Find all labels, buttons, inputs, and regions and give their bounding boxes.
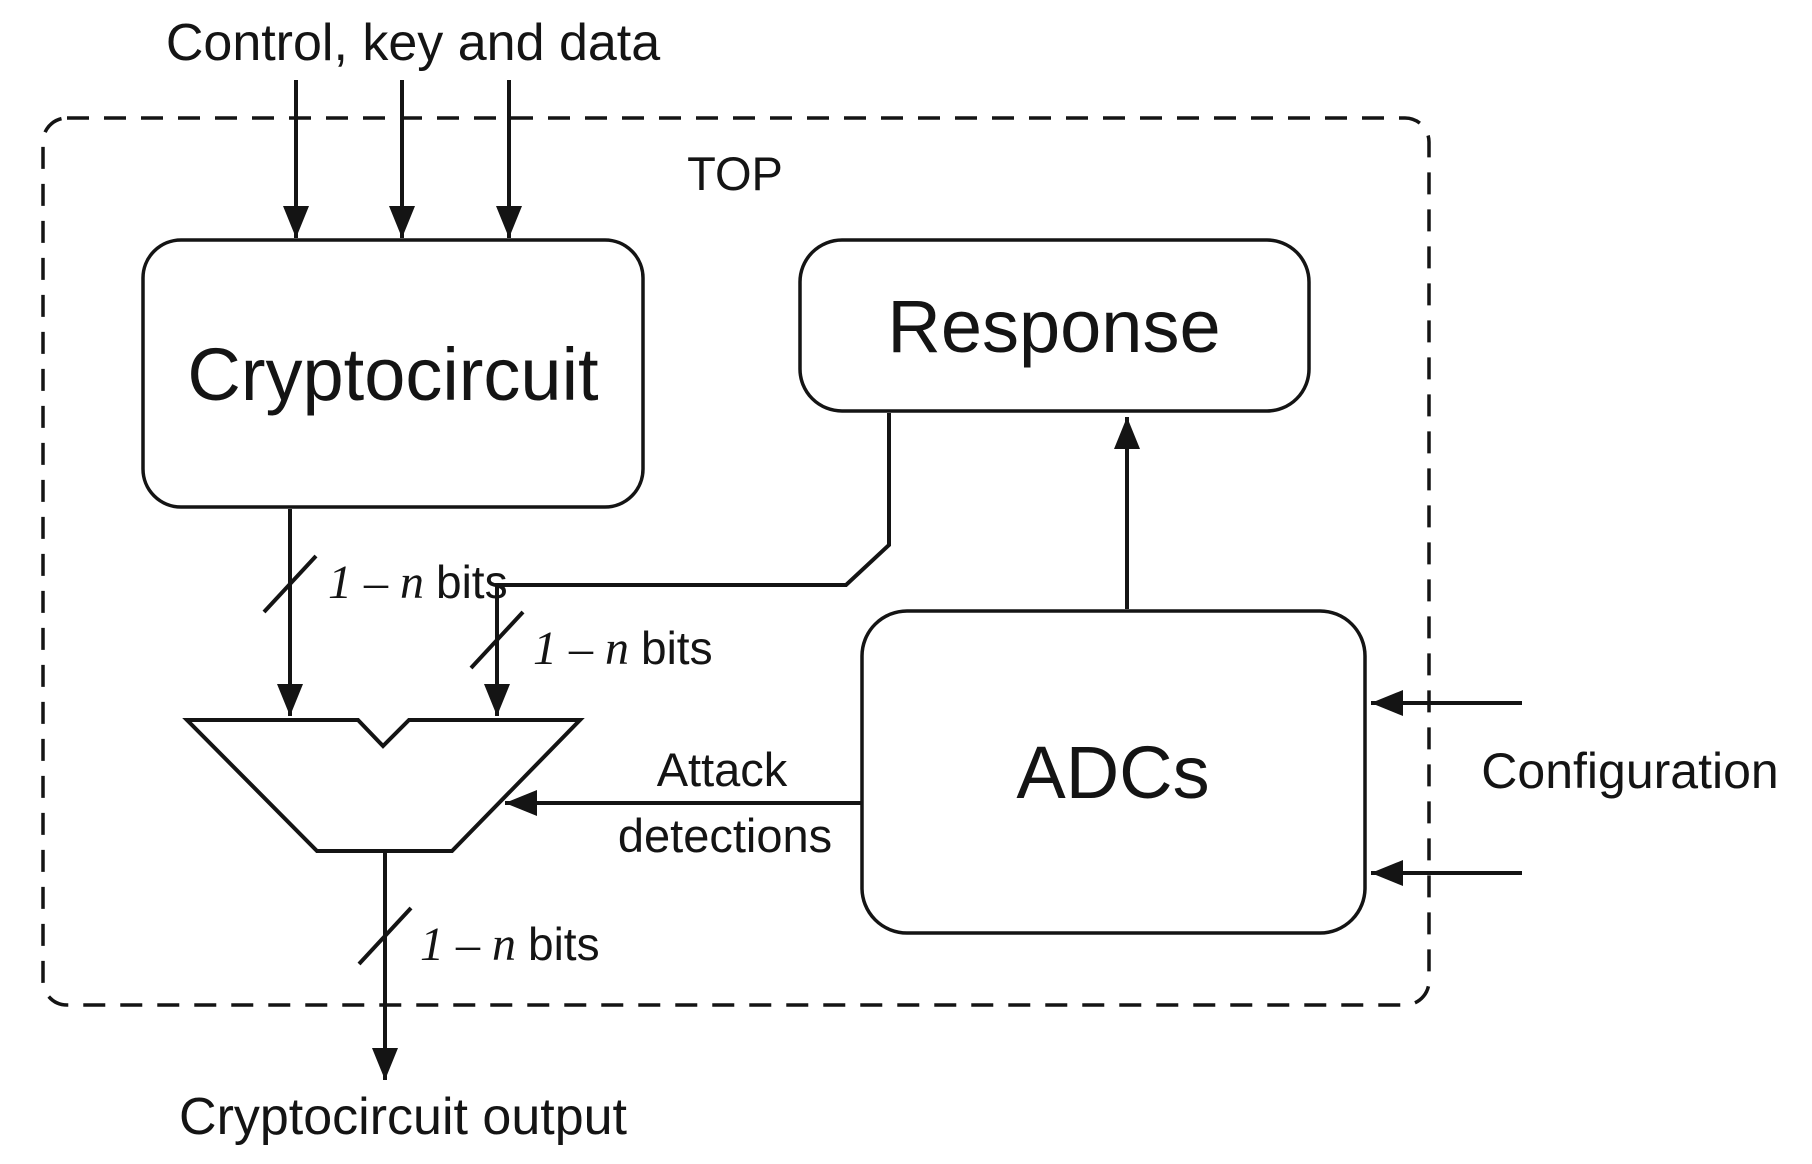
adcs-node: [860, 609, 1367, 935]
cryptocircuit-node: [141, 238, 645, 509]
bus-label-3-unit: bits: [528, 918, 600, 970]
boundary-label: TOP: [687, 147, 783, 200]
bus-label-3-spec: 1 – n: [420, 918, 516, 971]
cryptocircuit-node-label: Cryptocircuit: [187, 333, 599, 416]
adcs-node-label: ADCs: [1016, 731, 1209, 814]
bus-slash-2: [469, 610, 525, 670]
response-node: [798, 238, 1311, 413]
response-node-label: Response: [887, 285, 1220, 368]
bus-label-2-unit: bits: [641, 622, 713, 674]
mux-node: [182, 718, 585, 853]
bus-slash-3: [357, 906, 413, 966]
bus-label-1-spec: 1 – n: [328, 556, 424, 609]
cryptocircuit-output-label: Cryptocircuit output: [179, 1088, 628, 1146]
bus-slash-1: [262, 554, 318, 614]
bus-label-2-spec: 1 – n: [533, 622, 629, 675]
response-to-mux-arrow: [484, 413, 891, 716]
attack-detections-label-line2: detections: [618, 809, 832, 862]
configuration-label: Configuration: [1481, 743, 1778, 799]
attack-detections-label-line1: Attack: [657, 743, 788, 796]
control-key-data-label: Control, key and data: [166, 14, 660, 72]
top-boundary-dashed-box: [41, 116, 1431, 1007]
